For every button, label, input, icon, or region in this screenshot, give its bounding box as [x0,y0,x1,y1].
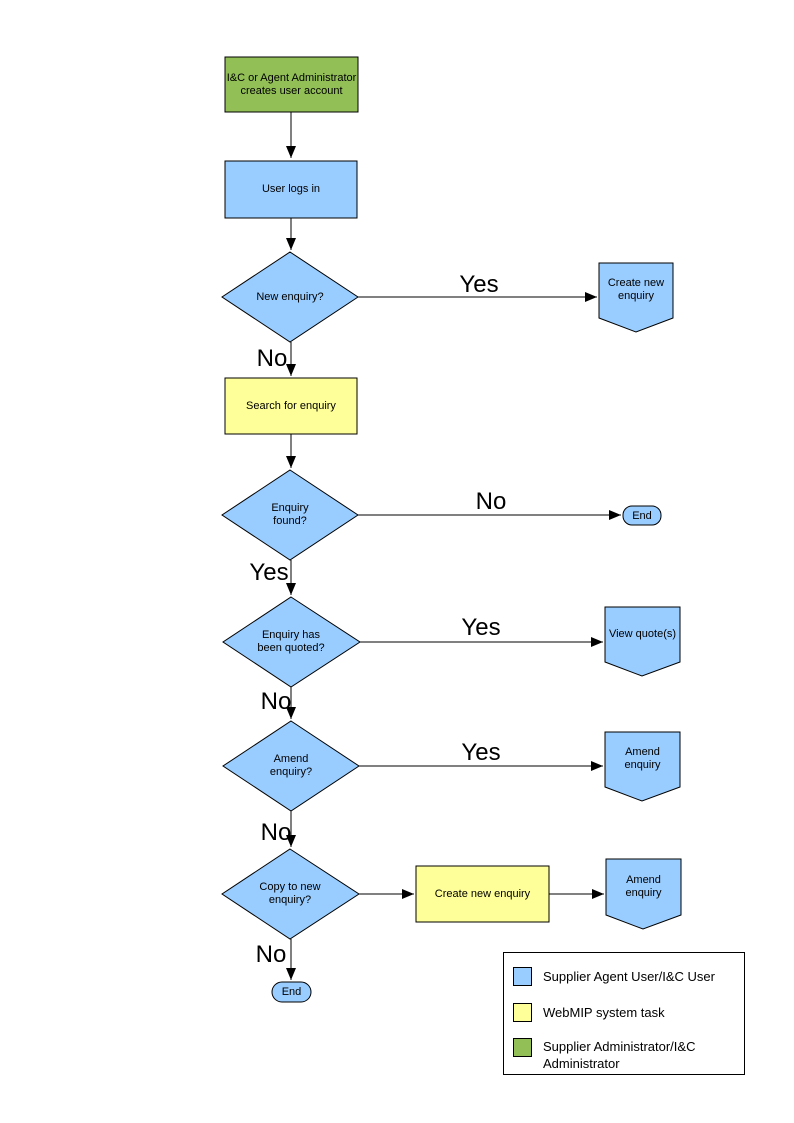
legend-label-admin: Supplier Administrator/I&C Administrator [543,1039,696,1071]
node-new-enquiry-decision [221,251,359,343]
system-task-swatch [513,1003,532,1022]
node-end-bottom-terminator [271,981,312,1003]
node-amend-enquiry-shape [604,731,681,802]
node-amend-enquiry-decision [222,720,360,812]
node-view-quotes-shape [604,606,681,677]
node-user-logs-in-shape [224,160,358,219]
legend-row-admin: Supplier Administrator/I&C Administrator [513,1038,743,1072]
legend-row-system: WebMIP system task [513,1003,743,1022]
node-end-top-terminator [622,505,662,526]
node-copy-to-new-decision [221,848,360,940]
node-enquiry-quoted-decision [222,596,361,688]
legend-box: Supplier Agent User/I&C User WebMIP syst… [503,952,745,1075]
node-create-new-enquiry-2-shape [415,865,550,923]
node-create-new-enquiry-shape [598,262,674,333]
legend-label-system: WebMIP system task [543,1005,665,1020]
node-search-for-enquiry-shape [224,377,358,435]
admin-task-swatch [513,1038,532,1057]
node-enquiry-found-decision [221,469,359,561]
connectors [286,112,621,980]
legend-row-user: Supplier Agent User/I&C User [513,967,743,986]
legend-label-user: Supplier Agent User/I&C User [543,969,715,984]
node-create-account-shape [224,56,359,113]
user-task-swatch [513,967,532,986]
node-amend-enquiry-2-shape [605,858,682,930]
